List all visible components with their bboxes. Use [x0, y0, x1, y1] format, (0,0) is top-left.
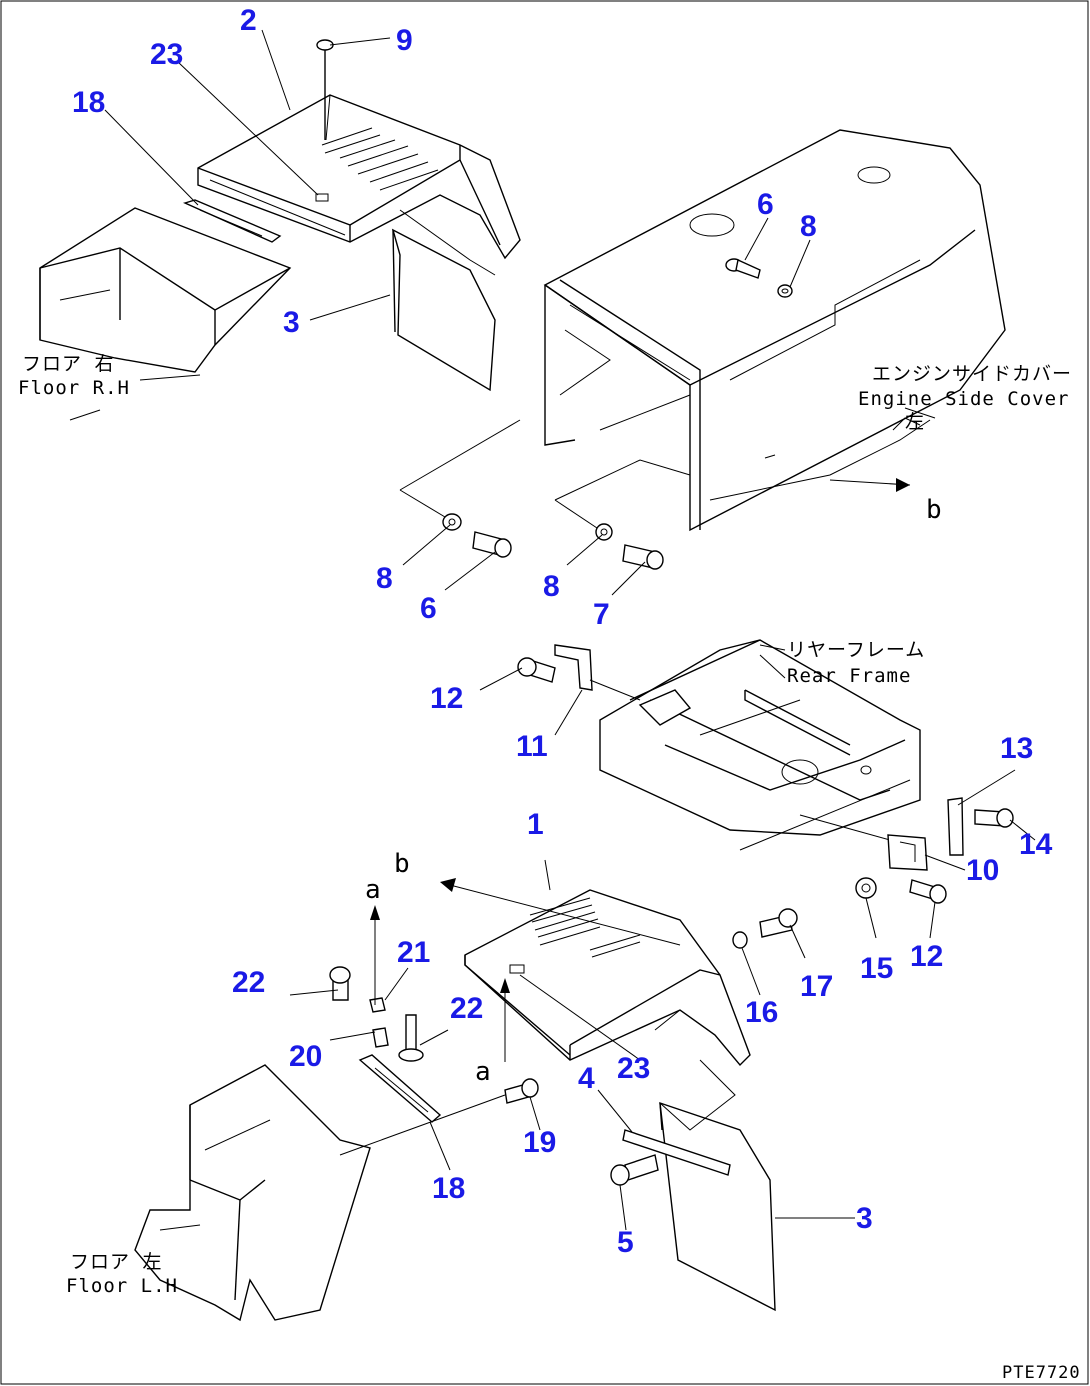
label-leaders	[69, 374, 936, 679]
floor-lh-label-en: Floor L.H	[66, 1275, 178, 1297]
rear-frame-label-jp: リヤーフレーム	[787, 639, 925, 661]
callout-12-left: 12	[430, 682, 463, 715]
part-3-mudflap-bottom	[622, 1059, 776, 1312]
part-18-bracket-bottom	[358, 1054, 539, 1123]
callout-11: 11	[516, 730, 548, 763]
leader-lines	[104, 29, 1036, 1231]
parts-6-7-8-mid	[399, 419, 691, 570]
floor-lh-label-jp: フロア 左	[70, 1251, 162, 1273]
floor-rh-part	[39, 207, 292, 373]
callout-7: 7	[593, 598, 610, 631]
figure-code: PTE7720	[1002, 1363, 1081, 1383]
callout-23-bottom: 23	[617, 1052, 650, 1085]
callout-6-mid: 6	[420, 592, 437, 625]
part-18-bracket-top	[182, 199, 282, 243]
callout-10: 10	[966, 854, 999, 887]
callout-16: 16	[745, 996, 778, 1029]
floor-rh-label-jp: フロア 右	[22, 353, 114, 375]
callout-18-bottom: 18	[432, 1172, 465, 1205]
callout-22-left: 22	[232, 966, 265, 999]
callout-2: 2	[240, 4, 257, 37]
reference-letter-a-top: a	[365, 875, 381, 905]
callout-21: 21	[397, 936, 430, 969]
part-3-mudflap-top	[391, 228, 496, 392]
part-1-fender	[464, 889, 751, 1067]
callout-8-mid: 8	[543, 570, 560, 603]
callout-15: 15	[860, 952, 893, 985]
callout-8-left: 8	[376, 562, 393, 595]
callout-3-top: 3	[283, 306, 300, 339]
callout-22-right: 22	[450, 992, 483, 1025]
reference-letter-b-bottom: b	[394, 849, 410, 879]
callout-18-top: 18	[72, 86, 105, 119]
floor-rh-label-en: Floor R.H	[18, 377, 130, 399]
callout-8-top: 8	[800, 210, 817, 243]
callout-4: 4	[578, 1062, 595, 1095]
engine-side-cover-label-en: Engine Side Cover	[858, 388, 1069, 410]
callout-3-bottom: 3	[856, 1202, 873, 1235]
parts-11-12-left	[517, 644, 641, 701]
reference-arrows	[370, 478, 911, 1062]
callout-1: 1	[527, 808, 544, 841]
rear-frame-part	[599, 639, 921, 851]
parts-16-17	[732, 908, 798, 949]
callout-12-right: 12	[910, 940, 943, 973]
callout-9: 9	[396, 24, 413, 57]
callout-5: 5	[617, 1226, 634, 1259]
engine-side-cover-part	[543, 129, 1006, 532]
part-5-bolt	[610, 1154, 659, 1186]
callout-20: 20	[289, 1040, 322, 1073]
engine-side-cover-label-jp: エンジンサイドカバー	[872, 363, 1072, 385]
part-2-fender	[197, 94, 521, 276]
callout-13: 13	[1000, 732, 1033, 765]
parts-6-8-top	[725, 258, 793, 298]
callout-17: 17	[800, 970, 833, 1003]
callout-19: 19	[523, 1126, 556, 1159]
callout-14: 14	[1019, 828, 1053, 861]
reference-letter-b-top: b	[926, 495, 942, 525]
reference-letter-a-bottom: a	[475, 1057, 491, 1087]
callout-23-top: 23	[150, 38, 183, 71]
callout-6-top: 6	[757, 188, 774, 221]
parts-20-21-22	[329, 966, 424, 1062]
floor-lh-part	[134, 1064, 371, 1322]
engine-side-cover-label-sub: 左	[905, 411, 925, 433]
rear-frame-label-en: Rear Frame	[787, 665, 911, 687]
